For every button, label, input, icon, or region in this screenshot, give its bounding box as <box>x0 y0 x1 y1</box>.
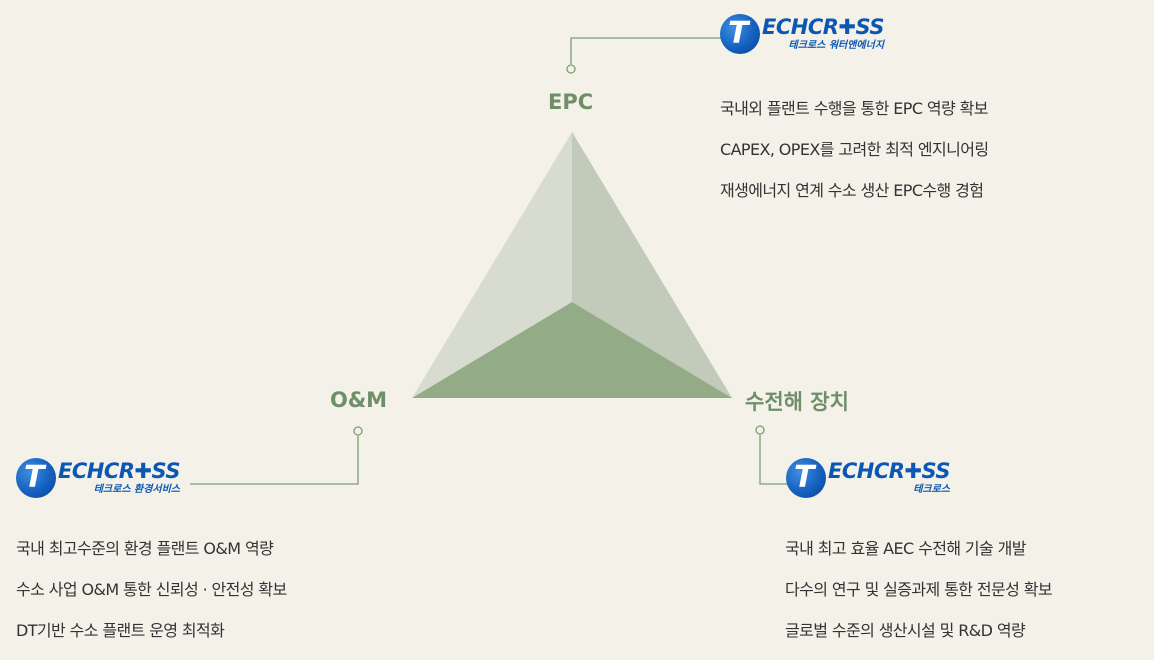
epc-point: 재생에너지 연계 수소 생산 EPC수행 경험 <box>720 181 984 200</box>
electrolyzer-label: 수전해 장치 <box>745 390 849 414</box>
electrolyzer-description-list: 국내 최고 효율 AEC 수전해 기술 개발 다수의 연구 및 실증과제 통한 … <box>785 537 1053 660</box>
logo-wordmark: ECHCR✚SS <box>58 459 181 483</box>
epc-label: EPC <box>548 90 594 114</box>
epc-point: 국내외 플랜트 수행을 통한 EPC 역량 확보 <box>720 99 988 118</box>
epc-connector-line <box>570 37 722 64</box>
techcross-globe-logo-icon: T <box>786 458 826 498</box>
epc-description-list: 국내외 플랜트 수행을 통한 EPC 역량 확보 CAPEX, OPEX를 고려… <box>720 97 989 220</box>
pyramid-right-face <box>572 132 732 398</box>
electrolyzer-point: 글로벌 수준의 생산시설 및 R&D 역량 <box>785 621 1026 640</box>
logo-subtitle: 테크로스 환경서비스 <box>93 484 181 495</box>
techcross-water-energy-logo: T ECHCR✚SS 테크로스 워터앤에너지 <box>720 12 885 56</box>
om-connector-dot <box>353 426 363 436</box>
om-point: 국내 최고수준의 환경 플랜트 O&M 역량 <box>16 539 274 558</box>
electrolyzer-connector-dot <box>755 425 765 435</box>
techcross-environment-service-logo: T ECHCR✚SS 테크로스 환경서비스 <box>16 456 181 500</box>
epc-point: CAPEX, OPEX를 고려한 최적 엔지니어링 <box>720 140 989 159</box>
diagram-graphics <box>190 37 800 485</box>
om-point: 수소 사업 O&M 통한 신뢰성 · 안전성 확보 <box>16 580 287 599</box>
logo-wordmark: ECHCR✚SS <box>762 15 885 39</box>
electrolyzer-point: 국내 최고 효율 AEC 수전해 기술 개발 <box>785 539 1027 558</box>
logo-subtitle: 테크로스 워터앤에너지 <box>788 40 885 51</box>
logo-wordmark: ECHCR✚SS <box>828 459 951 483</box>
electrolyzer-point: 다수의 연구 및 실증과제 통한 전문성 확보 <box>785 580 1053 599</box>
logo-subtitle: 테크로스 <box>913 484 951 495</box>
om-point: DT기반 수소 플랜트 운영 최적화 <box>16 621 225 640</box>
pyramid-bottom-face <box>412 302 732 398</box>
om-label: O&M <box>330 388 388 412</box>
om-description-list: 국내 최고수준의 환경 플랜트 O&M 역량 수소 사업 O&M 통한 신뢰성 … <box>16 537 287 660</box>
epc-connector-dot <box>566 64 576 74</box>
om-connector-line <box>190 436 359 485</box>
capability-diagram: EPC O&M 수전해 장치 T ECHCR✚SS 테크로스 워터앤에너지 T … <box>16 12 1053 640</box>
techcross-logo: T ECHCR✚SS 테크로스 <box>786 456 951 500</box>
techcross-globe-logo-icon: T <box>16 458 56 498</box>
techcross-globe-logo-icon: T <box>720 14 760 54</box>
pyramid-left-face <box>412 132 572 398</box>
